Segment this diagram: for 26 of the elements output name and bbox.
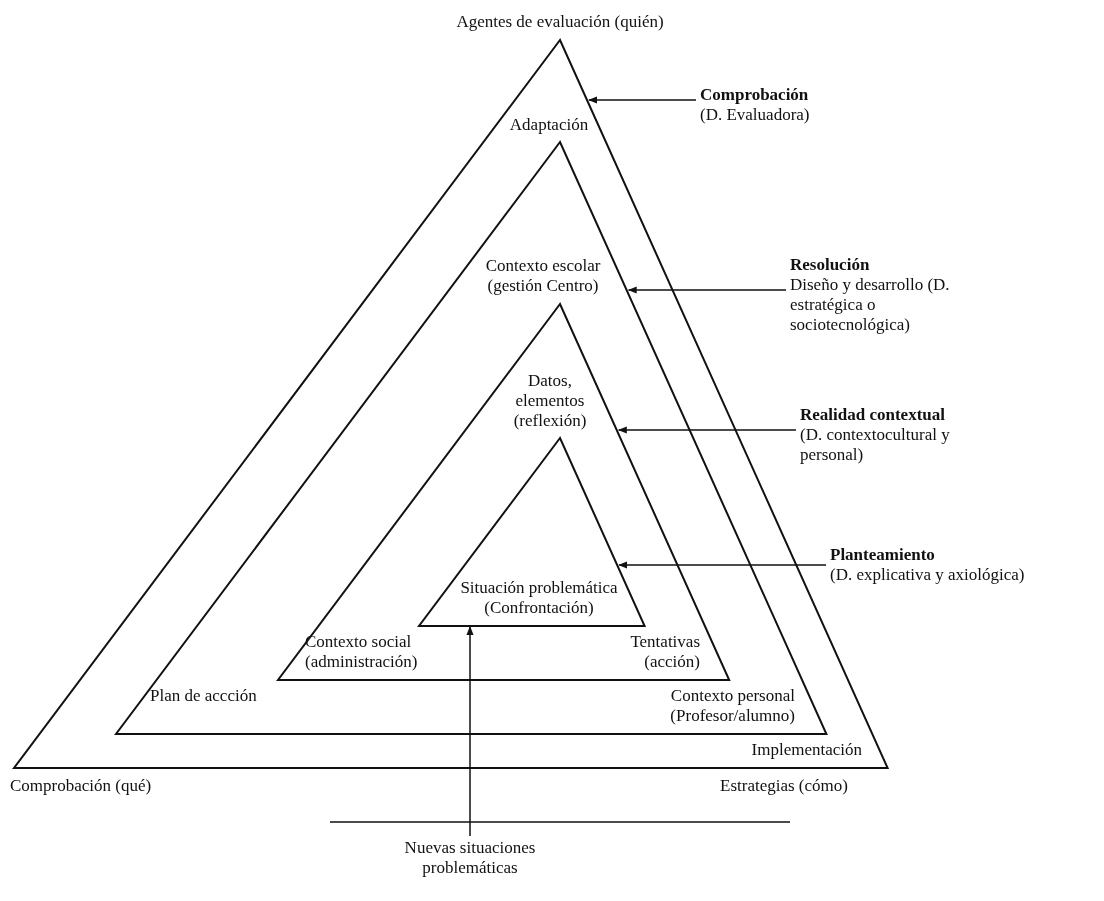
heading-text: Planteamiento: [830, 545, 936, 565]
heading-text: Comprobación: [700, 85, 810, 105]
corner-label: Datos, elementos (reflexión): [512, 371, 588, 431]
arrow: [588, 96, 697, 104]
corner-label: Comprobación (qué): [10, 776, 153, 796]
arrow: [618, 561, 827, 569]
corner-label: Contexto social (administración): [305, 632, 419, 672]
corner-label: Contexto personal (Profesor/alumno): [669, 686, 795, 726]
heading-text: Realidad contextual: [800, 405, 946, 425]
heading-text: Agentes de evaluación (quién): [455, 12, 665, 32]
body-text: (D. explicativa y axiológica): [830, 565, 1026, 585]
corner-label: Implementación: [750, 740, 862, 760]
corner-label: Situación problemática (Confrontación): [459, 578, 619, 618]
body-text: Diseño y desarrollo (D. estratégica o sociotecnológica): [790, 275, 951, 335]
arrow: [617, 426, 797, 434]
corner-label: Adaptación: [508, 115, 590, 135]
corner-label: Contexto escolar (gestión Centro): [484, 256, 602, 296]
heading-text: Resolución: [790, 255, 871, 275]
corner-label: Estrategias (cómo): [720, 776, 849, 796]
corner-label: Plan de accción: [150, 686, 258, 706]
arrow: [466, 626, 474, 837]
corner-label: Tentativas (acción): [629, 632, 700, 672]
arrow: [627, 286, 787, 294]
body-text: (D. contextocultural y personal): [800, 425, 951, 465]
body-text: (D. Evaluadora): [700, 105, 811, 125]
body-text: Nuevas situaciones problemáticas: [403, 838, 537, 878]
